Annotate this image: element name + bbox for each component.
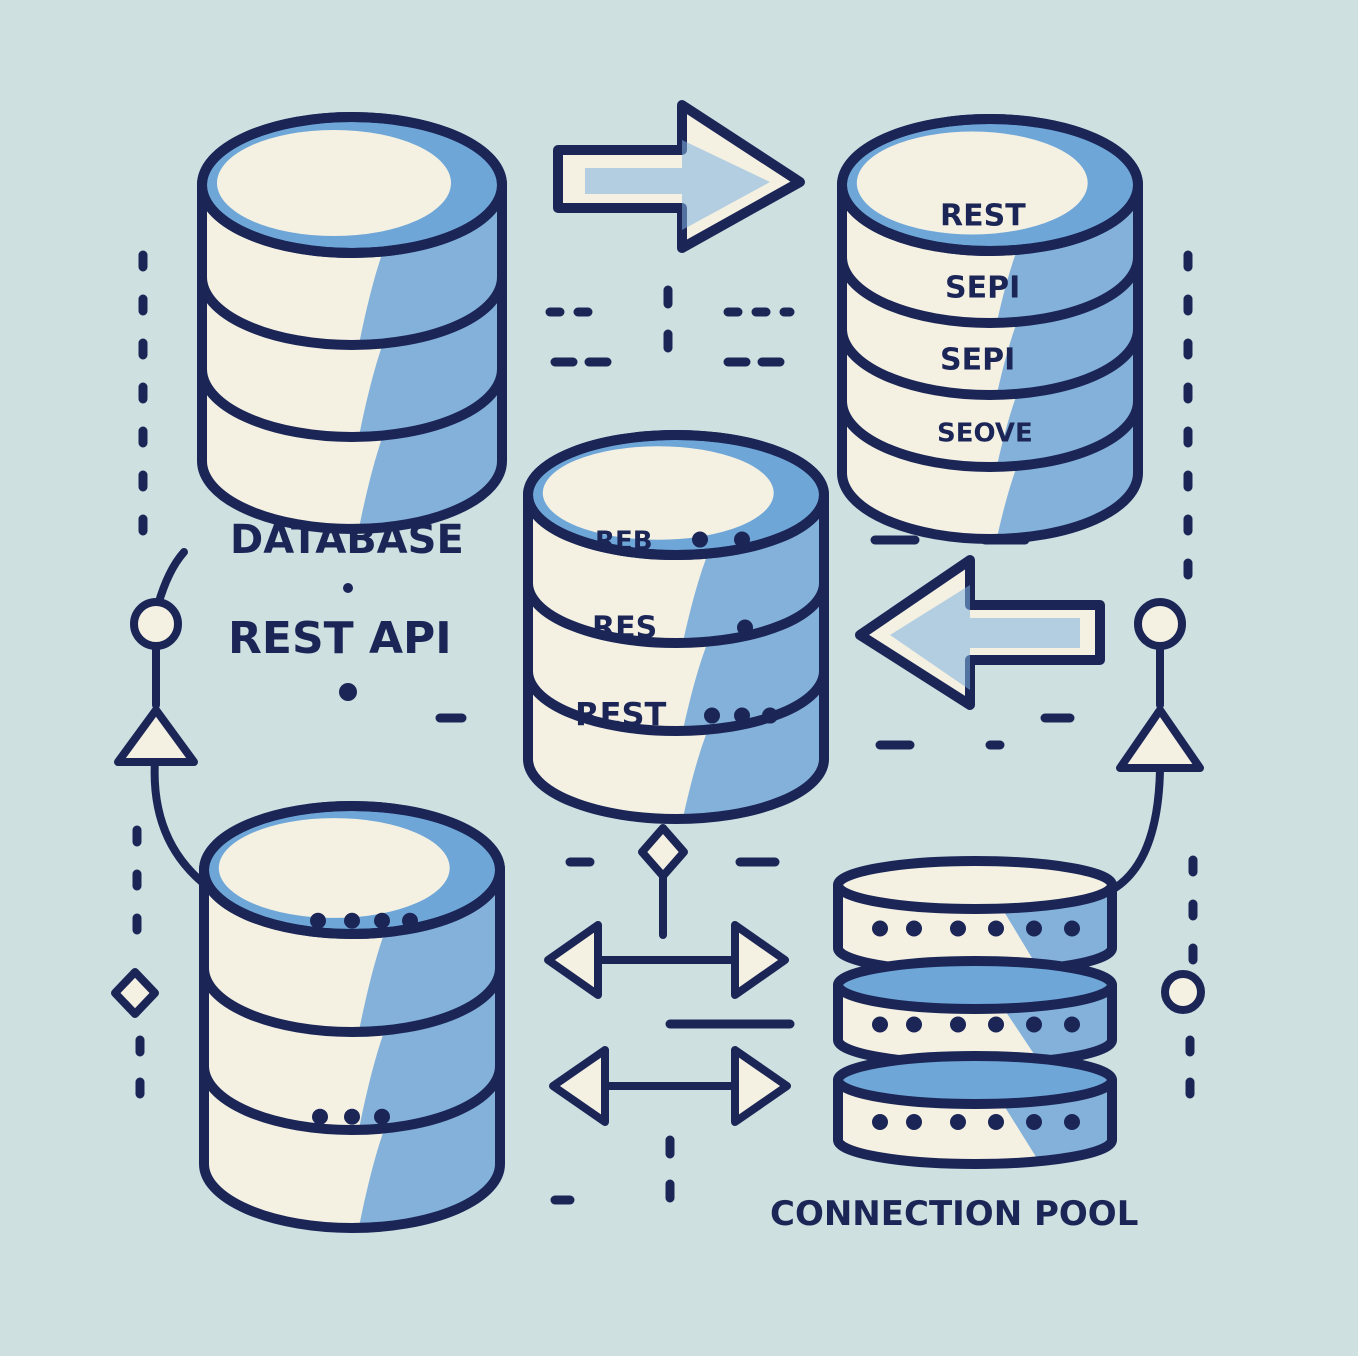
- right-connector: [1111, 646, 1164, 892]
- indicator-dot: [1064, 1016, 1080, 1033]
- indicator-dot: [950, 920, 966, 937]
- indicator-dot: [310, 912, 326, 929]
- rest-api-label: REST API: [228, 613, 452, 664]
- database-cylinder-top-right: REST SEPI SEPI SEOVE: [837, 114, 1143, 544]
- indicator-dot: [1026, 1114, 1042, 1130]
- indicator-dot: [1064, 920, 1080, 937]
- cylinder-top: [197, 112, 507, 258]
- cylinder-row-label: REB: [595, 527, 653, 557]
- server-unit: [833, 956, 1117, 1069]
- indicator-dot: [988, 1114, 1004, 1130]
- cylinder-top: [837, 114, 1143, 256]
- database-cylinder-center: REB RES REST: [523, 430, 829, 824]
- cylinder-row-label: SEOVE: [937, 419, 1033, 449]
- indicator-dot: [1026, 1016, 1042, 1033]
- cylinder-row-label: SEPI: [945, 271, 1020, 306]
- database-cylinder-bottom-left: [199, 801, 505, 1233]
- cylinder-row-label: RES: [592, 611, 657, 646]
- indicator-dot: [374, 912, 390, 929]
- indicator-dot: [906, 1016, 922, 1033]
- center-connector: [638, 824, 688, 939]
- server-unit: [833, 856, 1117, 977]
- indicator-dot: [950, 1114, 966, 1130]
- arrow-right-icon: [553, 100, 805, 253]
- node-circle-icon: [1134, 598, 1186, 650]
- cylinder-top: [523, 430, 829, 560]
- server-stack-icon: [833, 856, 1117, 1169]
- arrow-left-icon: [855, 555, 1105, 710]
- indicator-dot: [950, 1016, 966, 1033]
- indicator-dot: [312, 1108, 328, 1125]
- dot-marker: [339, 683, 357, 701]
- diamond-icon: [111, 968, 159, 1018]
- indicator-dot: [734, 531, 750, 548]
- indicator-dot: [374, 1108, 390, 1125]
- indicator-dot: [344, 1108, 360, 1125]
- node-circle-icon: [130, 598, 182, 650]
- double-arrow-icon: [544, 921, 789, 999]
- database-cylinder-top-left: [197, 112, 507, 534]
- indicator-dot: [906, 1114, 922, 1130]
- connection-pool-label: CONNECTION POOL: [770, 1194, 1138, 1234]
- indicator-dot: [872, 1114, 888, 1130]
- double-arrow-icon: [549, 1046, 791, 1126]
- indicator-dot: [734, 707, 750, 724]
- indicator-dot: [737, 619, 753, 636]
- cylinder-row-label: REST: [940, 199, 1026, 234]
- indicator-dot: [1026, 920, 1042, 937]
- cylinder-row-label: REST: [575, 696, 667, 734]
- indicator-dot: [762, 707, 778, 724]
- indicator-dot: [344, 912, 360, 929]
- indicator-dot: [906, 920, 922, 937]
- indicator-dot: [988, 1016, 1004, 1033]
- database-label: DATABASE: [230, 517, 464, 563]
- node-circle-icon: [1161, 970, 1205, 1014]
- cylinder-top: [199, 801, 505, 939]
- dot-marker: [343, 583, 353, 593]
- triangle-up-icon: [1116, 706, 1204, 772]
- cylinder-row-label: SEPI: [940, 343, 1015, 378]
- indicator-dot: [402, 912, 418, 929]
- indicator-dot: [1064, 1114, 1080, 1130]
- indicator-dot: [988, 920, 1004, 937]
- indicator-dot: [704, 707, 720, 724]
- triangle-up-icon: [114, 706, 198, 766]
- indicator-dot: [872, 920, 888, 937]
- server-unit: [833, 1051, 1117, 1169]
- indicator-dot: [692, 531, 708, 548]
- indicator-dot: [872, 1016, 888, 1033]
